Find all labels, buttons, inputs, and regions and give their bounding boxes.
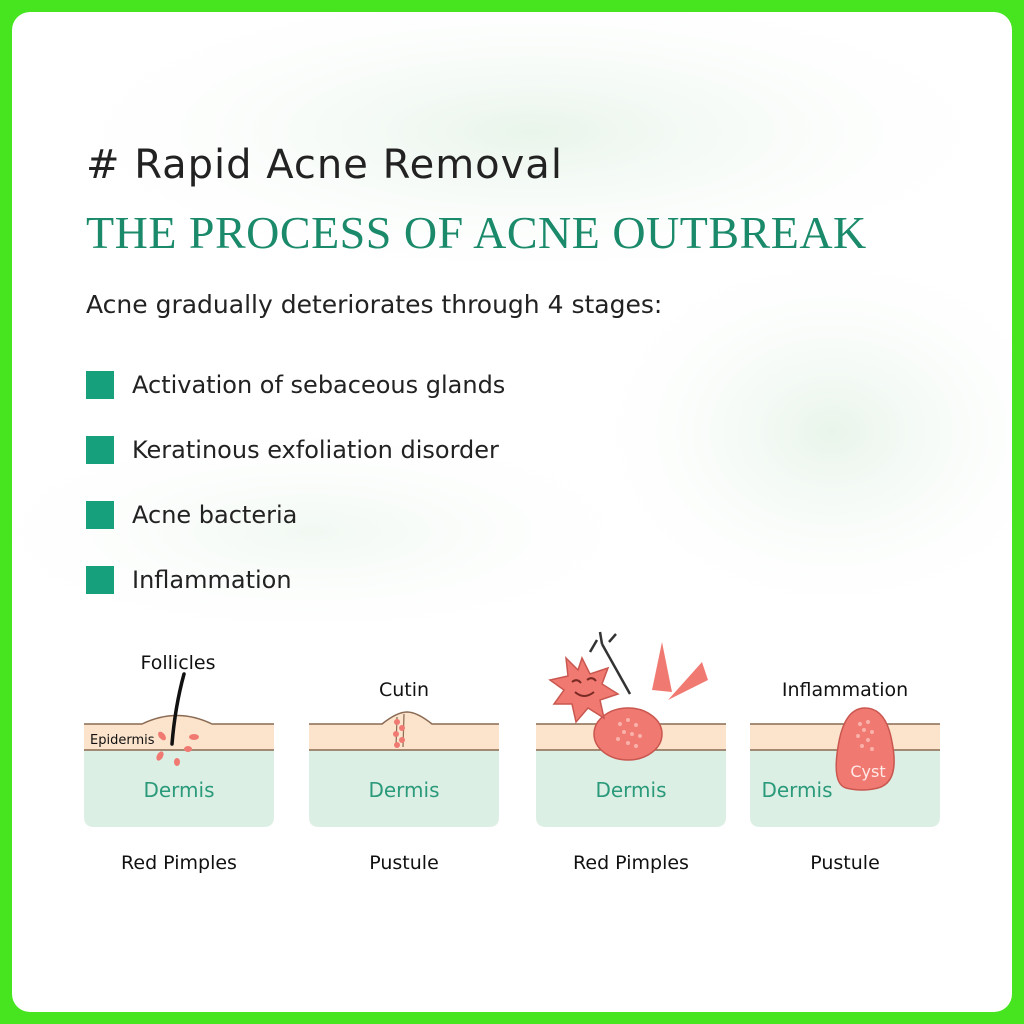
cutin-label: Cutin: [379, 679, 429, 701]
stage-panel-1: Follicles Epidermis Dermis Red Pimples: [84, 652, 274, 874]
square-bullet-icon: [86, 371, 114, 399]
irritation-spot-icon: [174, 758, 180, 766]
subtitle: # Rapid Acne Removal: [86, 142, 563, 188]
irritation-spot-icon: [156, 751, 164, 761]
inflammation-label: Inflammation: [782, 679, 908, 701]
stage-caption: Pustule: [369, 852, 439, 874]
cyst-label: Cyst: [850, 762, 885, 781]
page-title: THE PROCESS OF ACNE OUTBREAK: [86, 207, 867, 258]
stage-list: Activation of sebaceous glands Keratinou…: [86, 367, 505, 627]
dermis-label: Dermis: [595, 778, 666, 802]
alert-ray-icon: [668, 662, 708, 700]
irritation-spot-icon: [189, 734, 199, 740]
square-bullet-icon: [86, 566, 114, 594]
dermis-layer: [309, 750, 499, 827]
intro-text: Acne gradually deteriorates through 4 st…: [86, 290, 663, 319]
follicles-label: Follicles: [140, 652, 215, 674]
square-bullet-icon: [86, 436, 114, 464]
stage-panel-4: Inflammation Cyst Dermis Pustule: [750, 679, 940, 874]
alert-ray-icon: [652, 642, 672, 692]
dermis-layer: [536, 750, 726, 827]
dermis-layer: [84, 750, 274, 827]
list-item: Inflammation: [86, 562, 505, 598]
list-item: Activation of sebaceous glands: [86, 367, 505, 403]
stage-caption: Red Pimples: [121, 852, 237, 874]
dermis-label: Dermis: [761, 778, 832, 802]
bacteria-icon: [548, 631, 632, 724]
square-bullet-icon: [86, 501, 114, 529]
epidermis-label: Epidermis: [90, 733, 155, 748]
list-item: Keratinous exfoliation disorder: [86, 432, 505, 468]
dermis-label: Dermis: [143, 778, 214, 802]
trident-icon: [600, 643, 632, 695]
irritation-spot-icon: [184, 746, 192, 752]
stage-label: Acne bacteria: [132, 501, 298, 529]
red-pimple-icon: [593, 707, 663, 761]
stage-label: Keratinous exfoliation disorder: [132, 436, 499, 464]
pustule-cells-icon: [393, 719, 405, 748]
acne-stages-diagram: Follicles Epidermis Dermis Red Pimples C…: [84, 631, 940, 874]
irritation-spot-icon: [158, 731, 166, 741]
stage-panel-3: Dermis Red Pimples: [536, 631, 726, 874]
stage-caption: Red Pimples: [573, 852, 689, 874]
dermis-label: Dermis: [368, 778, 439, 802]
background-wash: [12, 12, 1012, 652]
stage-label: Inflammation: [132, 566, 292, 594]
list-item: Acne bacteria: [86, 497, 505, 533]
stage-caption: Pustule: [810, 852, 880, 874]
cyst-icon: [835, 707, 895, 791]
hair-follicle-icon: [170, 672, 186, 746]
stage-panel-2: Cutin Dermis Pustule: [309, 679, 499, 874]
stage-label: Activation of sebaceous glands: [132, 371, 506, 399]
page-frame: # Rapid Acne Removal THE PROCESS OF ACNE…: [12, 12, 1012, 1012]
